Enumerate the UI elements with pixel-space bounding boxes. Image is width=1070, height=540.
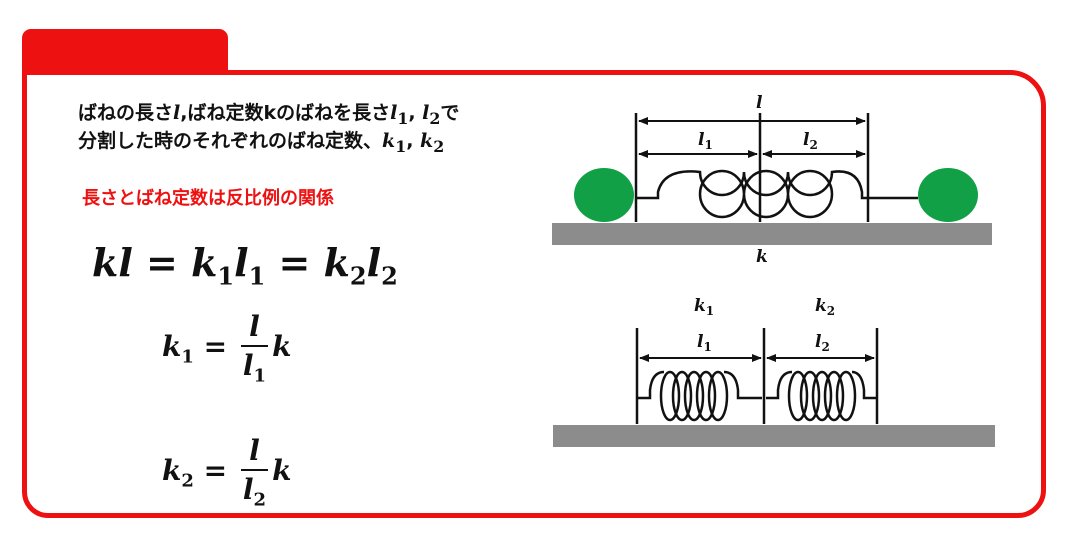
label-l1-top: l1 [698,130,713,152]
desc-text: ばねの長さ [78,102,174,124]
section-title: ばね定数 分割 [50,83,198,107]
description-line-2: 分割した時のそれぞれのばね定数、k1, k2 [78,128,444,160]
desc-var-l: l [173,102,181,124]
desc-var-l1: l1 [390,102,409,128]
label-k2-bottom: k2 [815,296,835,318]
label-k-top: k [756,247,768,267]
label-k1-bottom: k1 [694,296,714,318]
ground-bar-top [552,223,992,245]
content-frame [22,70,1046,518]
desc-text: で [440,102,460,124]
ball-right [918,168,978,222]
desc-comma: , [406,130,421,152]
spring-coil-top [636,170,918,200]
desc-var-l2: l2 [422,102,441,128]
section-tab: ばね定数 分割 [22,29,228,107]
spring-coil-2 [766,370,876,400]
label-l2-top: l2 [803,130,818,152]
spring-loops-top [698,169,834,219]
description-line-1: ばねの長さl,ばね定数kのばねを長さl1, l2で [78,100,459,132]
desc-var-k1: k1 [382,130,407,156]
label-l1-bottom: l1 [697,332,712,354]
top-spring-diagram: l l1 l2 k [552,93,992,267]
desc-comma: , [408,102,423,124]
ball-left [574,168,634,222]
spring-2-loops [787,370,857,422]
highlight-text: 長さとばね定数は反比例の関係 [82,188,334,209]
bottom-spring-diagram: k1 k2 l1 l2 [553,296,995,447]
desc-var-k2: k2 [420,130,445,156]
spring-1-loops [659,370,729,422]
label-l2-bottom: l2 [815,332,830,354]
desc-text: ,ばね定数kのばねを長さ [180,102,391,124]
spring-coil-1 [637,370,762,400]
desc-text: 分割した時のそれぞれのばね定数、 [78,130,383,152]
ground-bar-bottom [553,425,995,447]
formula-main: kl = k1l1 = k2l2 [92,240,398,291]
label-l-top: l [756,93,763,113]
